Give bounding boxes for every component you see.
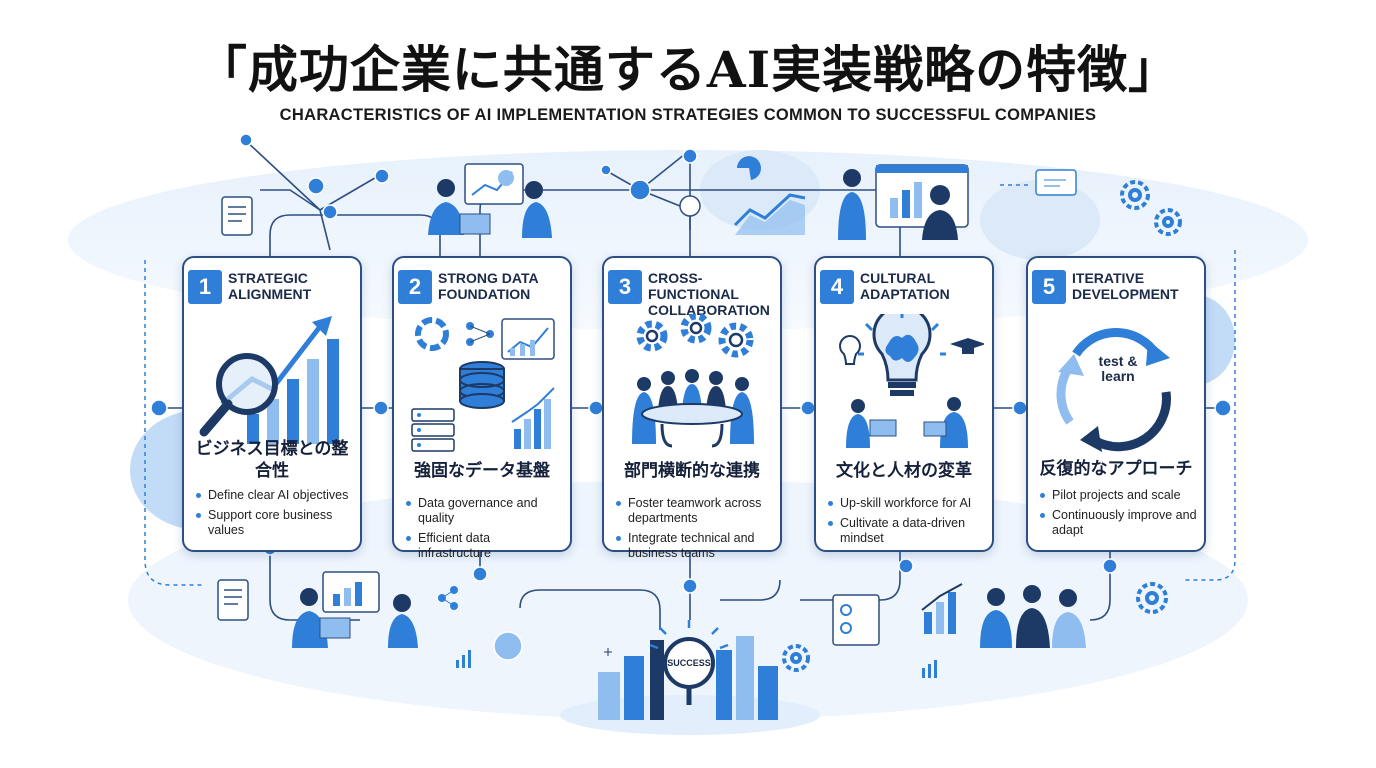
card-bullet-list: Data governance and quality Efficient da…	[404, 496, 566, 566]
bullet-item: Up-skill workforce for AI	[826, 496, 988, 511]
step-number-badge: 3	[608, 270, 642, 304]
step-number-badge: 4	[820, 270, 854, 304]
card-japanese-title: 強固なデータ基盤	[414, 461, 550, 481]
card-heading: CULTURAL ADAPTATION	[860, 270, 950, 302]
network-nodes	[150, 133, 1232, 661]
bullet-item: Continuously improve and adapt	[1038, 508, 1200, 538]
bullet-item: Foster teamwork across departments	[614, 496, 776, 526]
card-japanese-title: ビジネス目標との整合性	[195, 439, 349, 481]
card-bullet-list: Define clear AI objectives Support core …	[194, 488, 356, 543]
card-cultural-adaptation: 4 CULTURAL ADAPTATION 文化と人材の変革 Up-skill …	[814, 256, 994, 552]
card-bullet-list: Foster teamwork across departments Integ…	[614, 496, 776, 566]
page-subtitle: CHARACTERISTICS OF AI IMPLEMENTATION STR…	[279, 106, 1097, 124]
card-heading: STRONG DATA FOUNDATION	[438, 270, 539, 302]
page-title: 「成功企業に共通するAI実装戦略の特徴」	[196, 40, 1180, 99]
team-presentation-illustration	[428, 163, 552, 238]
step-number-badge: 5	[1032, 270, 1066, 304]
success-city-illustration	[560, 620, 820, 735]
card-cross-functional-collaboration: 3 CROSS-FUNCTIONAL COLLABORATION 部門横断的な連…	[602, 256, 782, 560]
card-japanese-title: 反復的なアプローチ	[1039, 459, 1193, 479]
presenter-illustration	[838, 164, 1077, 240]
lightbulb-brain-icon	[839, 314, 984, 448]
bottom-left-team-illustration	[292, 571, 471, 668]
bottom-right-team-illustration	[832, 583, 1086, 678]
card-strategic-alignment: 1 STRATEGIC ALIGNMENT ビジネス目標との整合性 Define…	[182, 256, 362, 552]
success-label: SUCCESS	[667, 658, 711, 668]
test-learn-label: test & learn	[1098, 353, 1138, 384]
card-heading: STRATEGIC ALIGNMENT	[228, 270, 312, 302]
gear-icon	[782, 180, 1182, 672]
card-japanese-title: 文化と人材の変革	[836, 461, 972, 481]
cycle-arrows-icon	[1056, 328, 1171, 452]
database-server-icon	[411, 317, 555, 452]
card-heading: ITERATIVE DEVELOPMENT	[1072, 270, 1179, 302]
bullet-item: Support core business values	[194, 508, 356, 538]
bullet-item: Efficient data infrastructure	[404, 531, 566, 561]
bullet-item: Define clear AI objectives	[194, 488, 356, 503]
card-strong-data-foundation: 2 STRONG DATA FOUNDATION 強固なデータ基盤 Data g…	[392, 256, 572, 560]
step-number-badge: 2	[398, 270, 432, 304]
bullet-item: Integrate technical and business teams	[614, 531, 776, 561]
document-icon	[217, 196, 253, 621]
bullet-item: Data governance and quality	[404, 496, 566, 526]
trend-chart-icon	[733, 156, 806, 235]
card-bullet-list: Pilot projects and scale Continuously im…	[1038, 488, 1200, 543]
step-number-badge: 1	[188, 270, 222, 304]
dashed-connectors	[144, 184, 1236, 586]
magnifier-growth-chart-icon	[199, 316, 339, 444]
card-bullet-list: Up-skill workforce for AI Cultivate a da…	[826, 496, 988, 551]
card-japanese-title: 部門横断的な連携	[624, 461, 760, 481]
team-meeting-gears-icon	[632, 314, 754, 448]
card-heading: CROSS-FUNCTIONAL COLLABORATION	[648, 270, 770, 318]
bullet-item: Cultivate a data-driven mindset	[826, 516, 988, 546]
card-iterative-development: 5 ITERATIVE DEVELOPMENT 反復的なアプローチ Pilot …	[1026, 256, 1206, 552]
bullet-item: Pilot projects and scale	[1038, 488, 1200, 503]
